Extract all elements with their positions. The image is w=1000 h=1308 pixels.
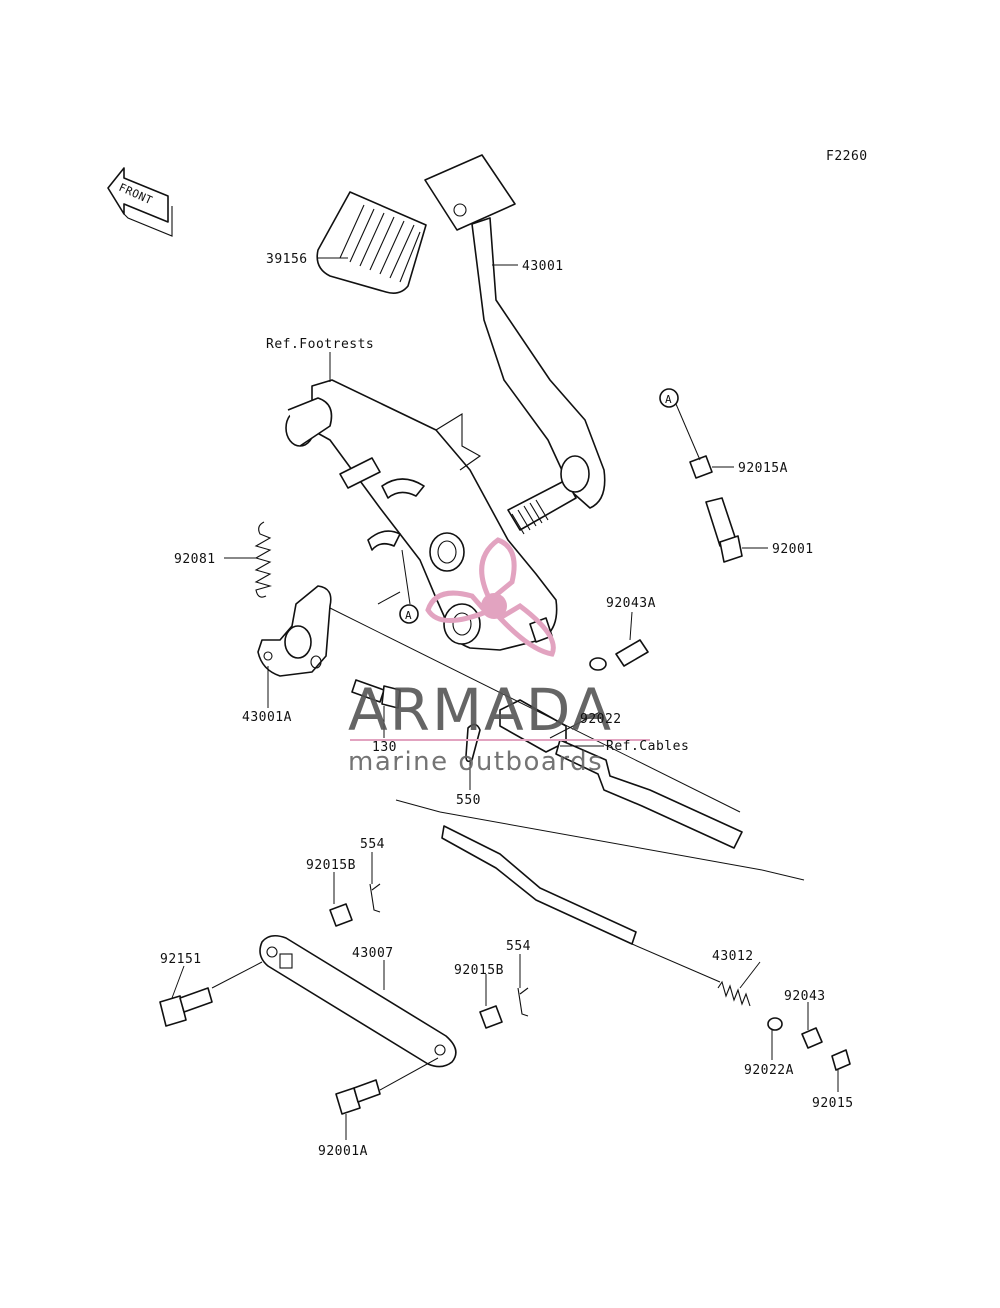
label-ref-cables: Ref.Cables xyxy=(606,739,689,754)
callout-a-lower-letter: A xyxy=(405,609,412,622)
label-92043A: 92043A xyxy=(606,596,656,611)
label-92043: 92043 xyxy=(784,989,826,1004)
washer-92022A-part xyxy=(767,1017,783,1031)
label-ref-footrests: Ref.Footrests xyxy=(266,337,374,352)
watermark-tagline: marine outboards xyxy=(348,747,603,777)
clip-554-lower-part xyxy=(517,987,529,1017)
callout-a-lower: A xyxy=(399,604,419,624)
label-43007: 43007 xyxy=(352,946,394,961)
watermark: ARMADA marine outboards xyxy=(348,537,650,777)
label-92015B-upper: 92015B xyxy=(306,858,356,873)
nut-92015B-lower-part xyxy=(479,1005,503,1029)
label-92022A: 92022A xyxy=(744,1063,794,1078)
nut-92015B-upper-part xyxy=(329,903,353,927)
label-92001A: 92001A xyxy=(318,1144,368,1159)
lever-part xyxy=(257,585,332,677)
label-554-upper: 554 xyxy=(360,837,385,852)
label-39156: 39156 xyxy=(266,252,308,267)
label-43001A: 43001A xyxy=(242,710,292,725)
leader-lines xyxy=(171,257,839,1140)
bolt-92151-part xyxy=(159,987,213,1027)
front-arrow-icon: FRONT xyxy=(107,167,173,237)
clip-554-upper-part xyxy=(369,883,381,913)
label-92081: 92081 xyxy=(174,552,216,567)
label-92015A: 92015A xyxy=(738,461,788,476)
label-92015B-lower: 92015B xyxy=(454,963,504,978)
nut-92015-part xyxy=(831,1049,851,1071)
label-130: 130 xyxy=(372,740,397,755)
nut-92015A-part xyxy=(689,455,713,479)
label-550: 550 xyxy=(456,793,481,808)
propeller-logo-icon xyxy=(425,537,556,657)
pivot-pin-part xyxy=(339,457,425,551)
pedal-pad-part xyxy=(316,191,427,294)
label-92022: 92022 xyxy=(580,712,622,727)
label-92151: 92151 xyxy=(160,952,202,967)
clevis-pin-part xyxy=(589,639,649,671)
nut-92043-part xyxy=(801,1027,823,1049)
adjuster-spring-part xyxy=(717,980,751,1007)
watermark-brand: ARMADA xyxy=(348,676,613,744)
callout-a-upper-letter: A xyxy=(665,393,672,406)
callout-a-upper: A xyxy=(659,388,679,408)
label-554-lower: 554 xyxy=(506,939,531,954)
return-spring-part xyxy=(254,521,273,598)
footrest-bracket-part xyxy=(285,379,558,651)
brake-rod-part xyxy=(441,825,637,945)
label-43001: 43001 xyxy=(522,259,564,274)
label-43012: 43012 xyxy=(712,949,754,964)
link-rod-part xyxy=(259,934,457,1068)
bolt-130-part xyxy=(351,679,401,709)
brake-cable-upper-part xyxy=(555,739,743,849)
label-92001: 92001 xyxy=(772,542,814,557)
label-92015: 92015 xyxy=(812,1096,854,1111)
bolt-92001-part xyxy=(705,497,743,563)
bolt-92001A-part xyxy=(335,1079,381,1115)
diagram-code: F2260 xyxy=(826,149,868,164)
brake-pedal-arm-part xyxy=(424,154,606,535)
